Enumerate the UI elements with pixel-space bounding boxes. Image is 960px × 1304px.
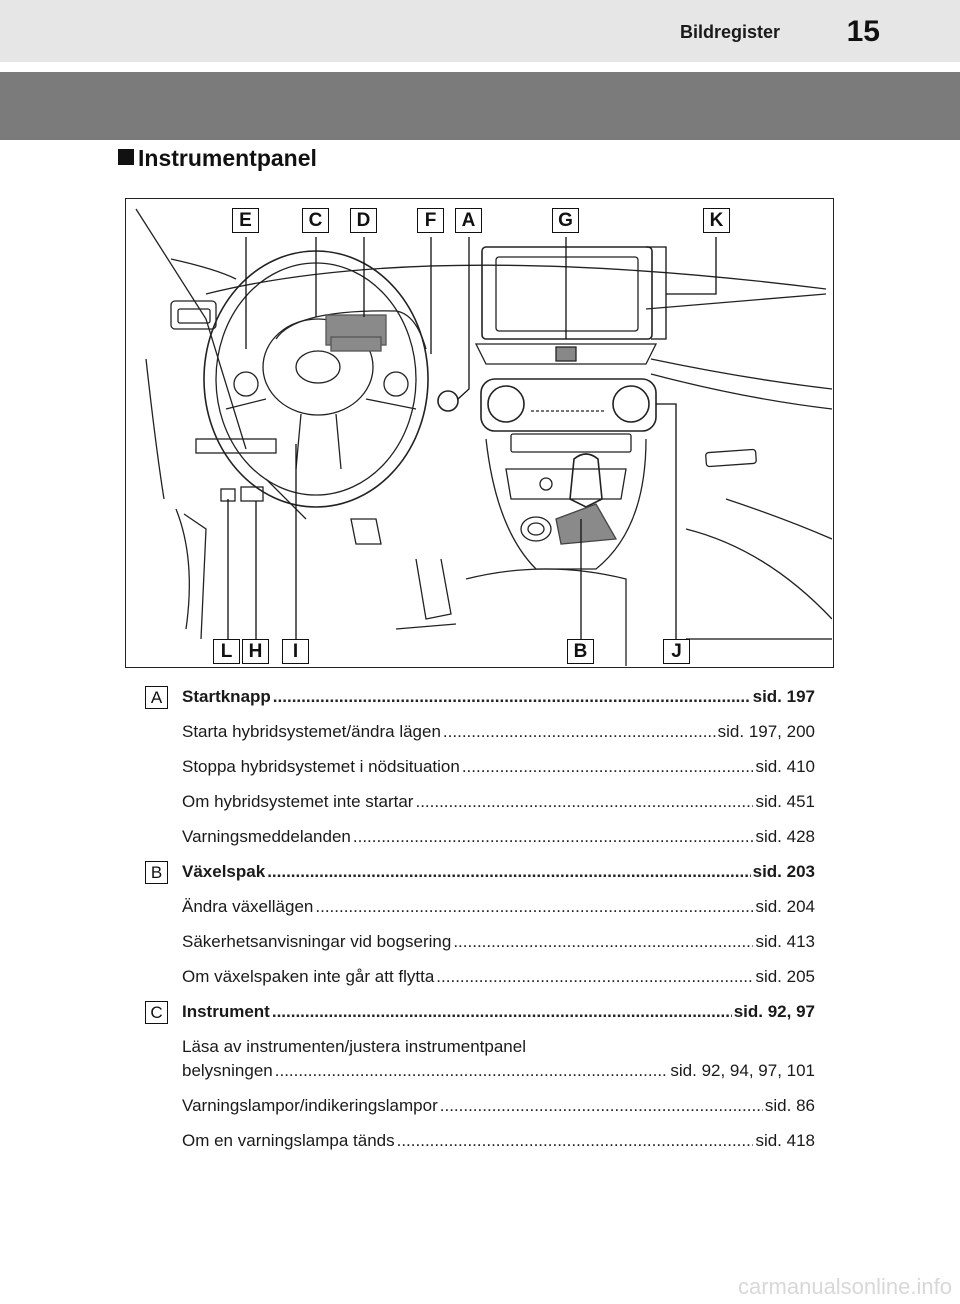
- dot-leader: [353, 826, 754, 848]
- entry-item-row: Säkerhetsanvisningar vid bogsering sid. 4…: [182, 931, 815, 953]
- entry-title: Instrument: [182, 1002, 270, 1021]
- entry-item-label: Varningslampor/indikeringslampor: [182, 1096, 438, 1115]
- dot-leader: [273, 686, 751, 708]
- entry-item-row: belysningen sid. 92, 94, 97, 101: [182, 1060, 815, 1082]
- entry-item-row: Stoppa hybridsystemet i nödsituation sid.…: [182, 756, 815, 778]
- dot-leader: [436, 966, 753, 988]
- entry-letter-box: B: [145, 861, 168, 884]
- callout-label-J: J: [663, 639, 690, 664]
- callout-label-B: B: [567, 639, 594, 664]
- entry-item-label-line1: Läsa av instrumenten/justera instrumentp…: [182, 1037, 526, 1056]
- entry-item-label: Säkerhetsanvisningar vid bogsering: [182, 932, 452, 951]
- section-heading: Instrumentpanel: [118, 145, 317, 172]
- entry-letter-box: C: [145, 1001, 168, 1024]
- callout-label-F: F: [417, 208, 444, 233]
- dot-leader: [462, 756, 754, 778]
- entry-page-ref[interactable]: sid. 92, 97: [733, 1002, 815, 1021]
- callout-label-C: C: [302, 208, 329, 233]
- callout-label-H: H: [242, 639, 269, 664]
- entry-item-label: Ändra växellägen: [182, 897, 314, 916]
- section-band: [0, 72, 960, 140]
- entry-item-row: Ändra växellägen sid. 204: [182, 896, 815, 918]
- entry-item-label: Om hybridsystemet inte startar: [182, 792, 414, 811]
- entry-heading-row: Instrument sid. 92, 97: [182, 1001, 815, 1023]
- page-number: 15: [846, 15, 880, 48]
- dot-leader: [267, 861, 750, 883]
- entry-page-ref[interactable]: sid. 197: [752, 687, 815, 706]
- entry-item-page-ref[interactable]: sid. 204: [755, 897, 815, 916]
- callout-label-A: A: [455, 208, 482, 233]
- entry-title: Startknapp: [182, 687, 271, 706]
- entry-item-row: Starta hybridsystemet/ändra lägen sid. 19…: [182, 721, 815, 743]
- entry-title: Växelspak: [182, 862, 266, 881]
- callout-label-D: D: [350, 208, 377, 233]
- entry-item-page-ref[interactable]: sid. 428: [755, 827, 815, 846]
- callout-label-G: G: [552, 208, 579, 233]
- entry-heading-row: Växelspak sid. 203: [182, 861, 815, 883]
- entry-letter-box: A: [145, 686, 168, 709]
- entry-item-page-ref[interactable]: sid. 197, 200: [717, 722, 815, 741]
- entry-item-label: Starta hybridsystemet/ändra lägen: [182, 722, 441, 741]
- entry-item-page-ref[interactable]: sid. 410: [755, 757, 815, 776]
- entry-item-row: Om växelspaken inte går att flytta sid. 2…: [182, 966, 815, 988]
- watermark: carmanualsonline.info: [737, 1274, 952, 1299]
- index-entry-C: C Instrument sid. 92, 97 Läsa av instrume…: [145, 1001, 815, 1152]
- callout-label-K: K: [703, 208, 730, 233]
- dashboard-line-drawing: [135, 208, 832, 666]
- callout-label-L: L: [213, 639, 240, 664]
- callout-label-I: I: [282, 639, 309, 664]
- dot-leader: [440, 1095, 763, 1117]
- entry-item-page-ref[interactable]: sid. 205: [755, 967, 815, 986]
- dot-leader: [272, 1001, 732, 1023]
- entry-item-row: Om hybridsystemet inte startar sid. 451: [182, 791, 815, 813]
- entry-item-label: Om växelspaken inte går att flytta: [182, 967, 435, 986]
- dot-leader: [275, 1060, 669, 1082]
- entry-item-row: Om en varningslampa tänds sid. 418: [182, 1130, 815, 1152]
- entry-item-row-first-line: Läsa av instrumenten/justera instrumentp…: [182, 1036, 815, 1058]
- dot-leader: [397, 1130, 754, 1152]
- page-header-bar: [0, 0, 960, 62]
- dot-leader: [415, 791, 753, 813]
- entry-item-label: belysningen: [182, 1061, 273, 1080]
- entry-item-page-ref[interactable]: sid. 413: [755, 932, 815, 951]
- index-entries: A Startknapp sid. 197 Starta hybridsystem…: [145, 684, 815, 1165]
- section-heading-text: Instrumentpanel: [138, 145, 317, 171]
- entry-item-page-ref[interactable]: sid. 451: [755, 792, 815, 811]
- index-entry-A: A Startknapp sid. 197 Starta hybridsystem…: [145, 686, 815, 848]
- dot-leader: [315, 896, 753, 918]
- dot-leader: [443, 721, 716, 743]
- entry-item-label: Stoppa hybridsystemet i nödsituation: [182, 757, 460, 776]
- entry-page-ref[interactable]: sid. 203: [752, 862, 815, 881]
- entry-item-row: Varningsmeddelanden sid. 428: [182, 826, 815, 848]
- entry-item-page-ref[interactable]: sid. 92, 94, 97, 101: [670, 1061, 815, 1080]
- entry-item-label: Varningsmeddelanden: [182, 827, 351, 846]
- index-entry-B: B Växelspak sid. 203 Ändra växellägen sid.…: [145, 861, 815, 988]
- instrument-panel-illustration: E C D F A G K L H I B J: [125, 198, 834, 668]
- chapter-title: Bildregister: [679, 22, 780, 42]
- entry-item-label: Om en varningslampa tänds: [182, 1131, 395, 1150]
- square-bullet-icon: [118, 149, 134, 165]
- entry-item-page-ref[interactable]: sid. 418: [755, 1131, 815, 1150]
- entry-heading-row: Startknapp sid. 197: [182, 686, 815, 708]
- entry-item-row: Varningslampor/indikeringslampor sid. 86: [182, 1095, 815, 1117]
- dot-leader: [453, 931, 753, 953]
- callout-label-E: E: [232, 208, 259, 233]
- entry-item-page-ref[interactable]: sid. 86: [764, 1096, 815, 1115]
